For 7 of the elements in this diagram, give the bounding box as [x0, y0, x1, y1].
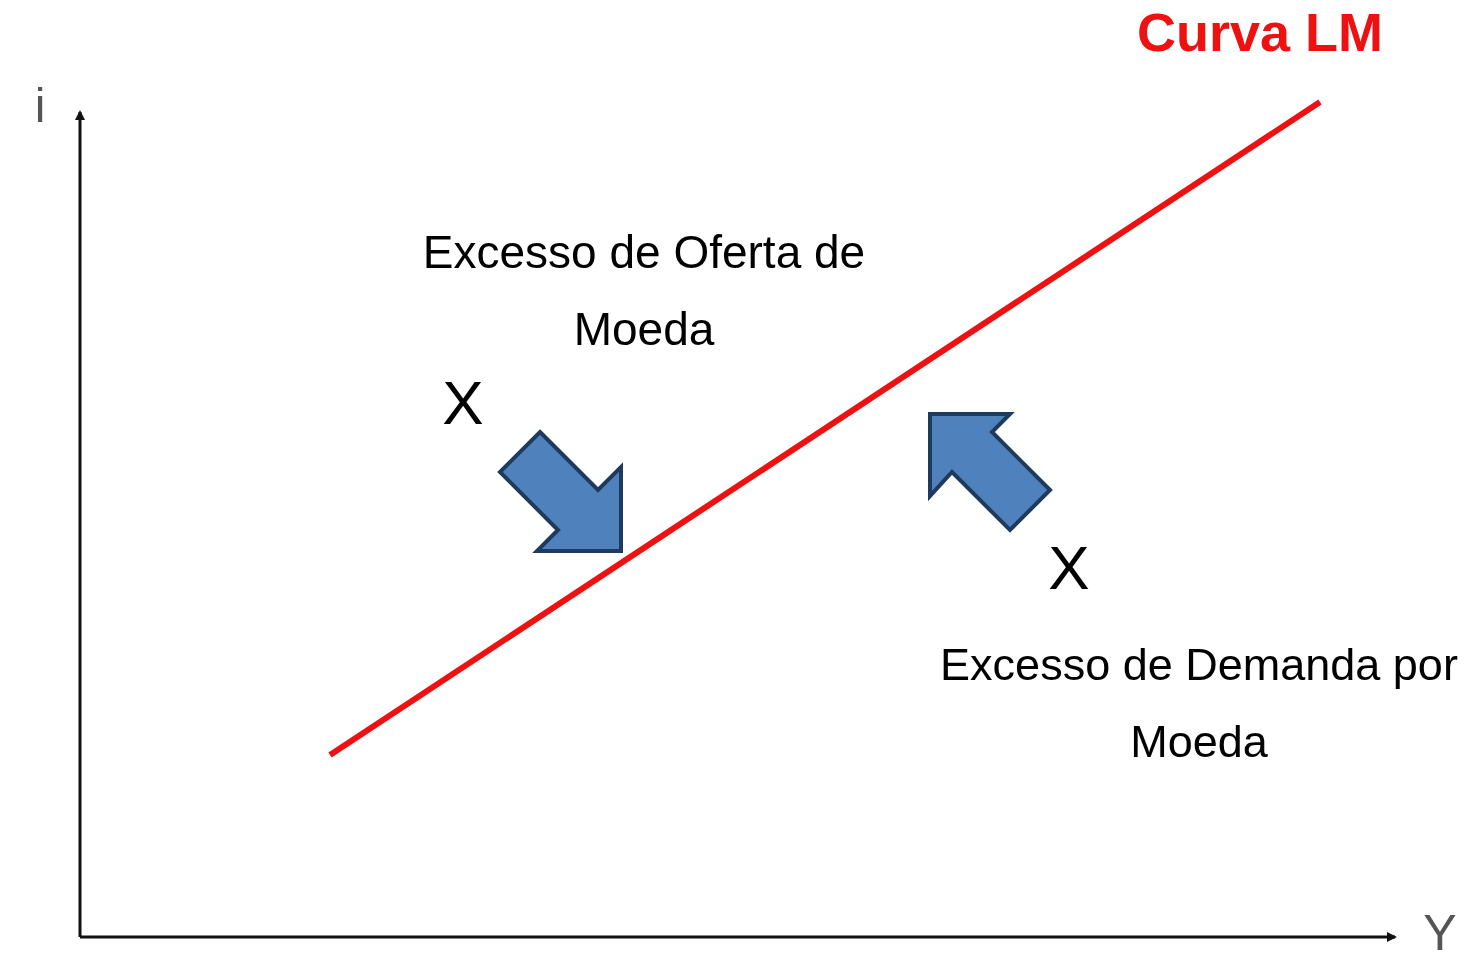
region-label: Excesso de Oferta de Moeda — [421, 225, 867, 358]
axis-label: i — [33, 82, 47, 130]
axis-label: Y — [1422, 908, 1458, 958]
curve-title: Curva LM — [1135, 4, 1384, 61]
region-label: Excesso de Demanda por Moeda — [939, 638, 1459, 770]
region-marker: X — [1047, 537, 1091, 599]
region-marker: X — [441, 372, 485, 434]
